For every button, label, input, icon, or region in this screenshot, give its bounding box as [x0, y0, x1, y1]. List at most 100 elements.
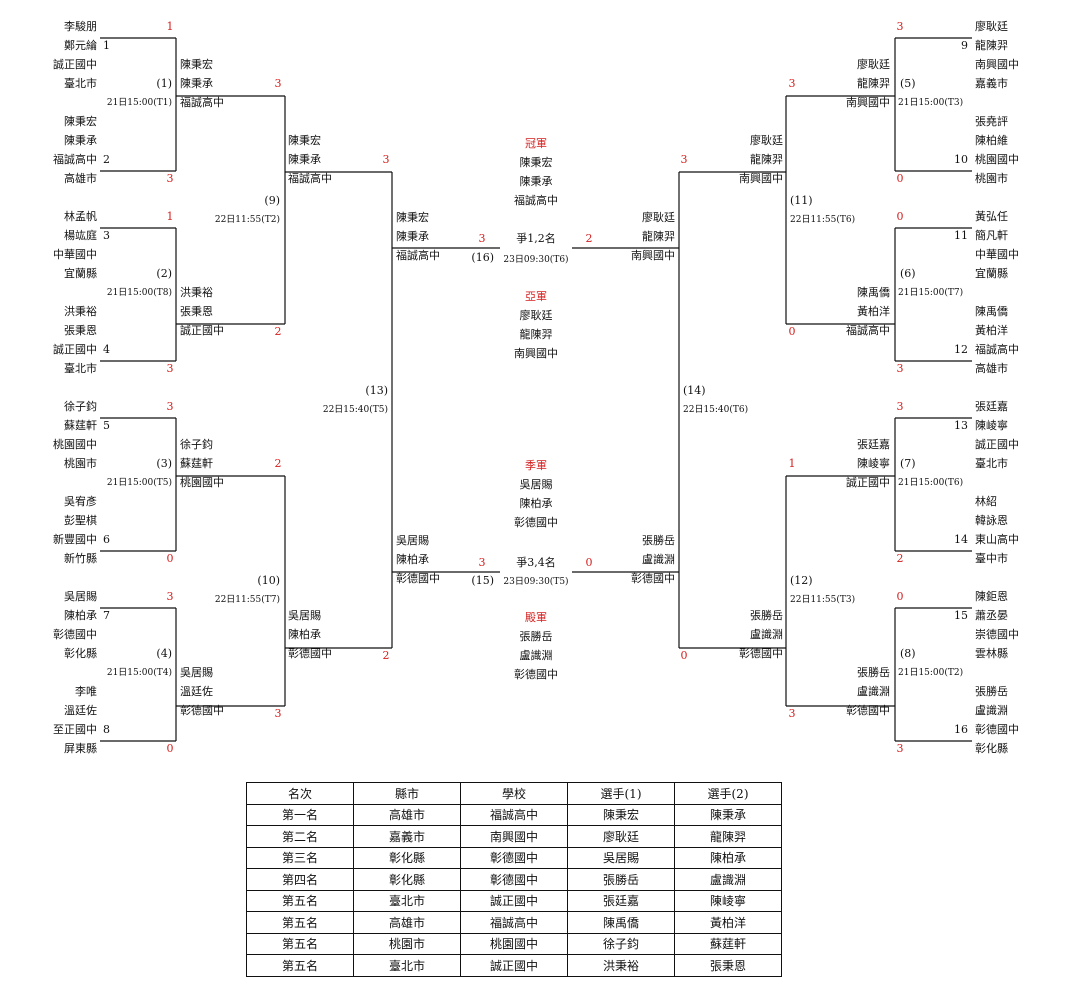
player-school: 彰德國中	[180, 703, 224, 717]
match-score: 2	[897, 552, 904, 565]
match-score: 3	[167, 362, 174, 375]
table-cell: 龍陳羿	[674, 825, 782, 848]
match-score: 0	[789, 325, 796, 338]
player-name: 張堯評	[975, 114, 1008, 128]
player-school: 新豐國中	[53, 532, 97, 546]
table-cell: 第五名	[246, 889, 354, 912]
player-county: 桃園市	[64, 456, 97, 470]
table-cell: 蘇莛軒	[674, 932, 782, 955]
player-school: 中華國中	[53, 248, 97, 261]
player-name: 陳秉宏	[396, 210, 429, 224]
match-score: 0	[167, 552, 174, 565]
table-cell: 黃柏洋	[674, 911, 782, 934]
table-cell: 張勝岳	[567, 868, 675, 891]
player-name: 張勝岳	[750, 608, 783, 622]
player-school: 彰德國中	[846, 703, 890, 717]
podium-title: 亞軍	[525, 290, 547, 303]
player-name: 張秉恩	[180, 304, 213, 318]
player-school: 南興國中	[631, 249, 675, 262]
table-cell: 徐子鈞	[567, 932, 675, 955]
player-name: 洪秉裕	[180, 285, 213, 299]
match-time: 21日15:00(T8)	[107, 287, 172, 298]
seed-number: 14	[954, 533, 968, 546]
match-time: 22日15:40(T5)	[323, 404, 388, 415]
seed-number: 12	[954, 343, 968, 356]
table-cell: 嘉義市	[353, 825, 461, 848]
player-county: 桃園市	[975, 171, 1008, 185]
match-score: 3	[275, 77, 282, 90]
player-school: 南興國中	[739, 172, 783, 185]
table-row: 第五名高雄市福誠高中陳禹僑黃柏洋	[246, 911, 782, 934]
player-name: 盧識淵	[750, 627, 783, 641]
match-score: 0	[167, 742, 174, 755]
player-school: 彰德國中	[739, 646, 783, 660]
match-time: 21日15:00(T2)	[898, 667, 963, 678]
seed-number: 6	[103, 533, 110, 546]
match-score: 0	[897, 590, 904, 603]
match-time: 22日15:40(T6)	[683, 404, 748, 415]
match-time: 23日09:30(T6)	[503, 254, 568, 265]
match-score: 3	[789, 77, 796, 90]
player-school: 至正國中	[53, 723, 97, 736]
match-score: 3	[167, 400, 174, 413]
player-name: 陳秉宏	[180, 57, 213, 71]
player-name: 洪秉裕	[64, 304, 97, 318]
player-school: 誠正國中	[53, 343, 97, 356]
seed-number: 7	[103, 609, 110, 622]
player-name: 廖耿廷	[750, 133, 783, 147]
player-name: 龍陳羿	[975, 38, 1008, 52]
player-name: 吳宥彥	[64, 494, 97, 508]
player-school: 彰德國中	[514, 667, 558, 681]
seed-number: 16	[954, 723, 968, 736]
player-name: 彭聖棋	[64, 513, 97, 527]
table-cell: 洪秉裕	[567, 954, 675, 977]
match-number: (9)	[264, 194, 280, 207]
player-county: 雲林縣	[975, 646, 1008, 660]
ranking-header: 名次	[246, 782, 354, 805]
match-score: 3	[479, 232, 486, 245]
match-score: 2	[586, 232, 593, 245]
player-name: 徐子鈞	[180, 437, 213, 451]
player-name: 黃弘任	[975, 210, 1008, 223]
tournament-bracket: 李駿朋鄭元綸誠正國中臺北市11陳秉宏陳秉承福誠高中高雄市23林孟帆楊竑庭中華國中…	[53, 19, 1019, 755]
match-number: (10)	[257, 574, 280, 587]
match-score: 3	[897, 20, 904, 33]
table-cell: 福誠高中	[460, 911, 568, 934]
table-cell: 臺北市	[353, 954, 461, 977]
table-cell: 陳秉宏	[567, 803, 675, 826]
player-county: 臺北市	[64, 361, 97, 375]
match-time: 21日15:00(T1)	[107, 97, 172, 108]
player-name: 張勝岳	[975, 684, 1008, 698]
match-number: (11)	[790, 194, 813, 207]
player-name: 龍陳羿	[857, 76, 890, 90]
player-school: 桃園國中	[53, 437, 97, 451]
player-school: 福誠高中	[975, 342, 1019, 356]
table-cell: 彰化縣	[353, 846, 461, 869]
ranking-table: 名次 縣市 學校 選手(1) 選手(2) 第一名高雄市福誠高中陳秉宏陳秉承第二名…	[246, 782, 782, 977]
seed-number: 13	[954, 419, 968, 432]
table-row: 第四名彰化縣彰德國中張勝岳盧識淵	[246, 868, 782, 891]
match-time: 22日11:55(T6)	[790, 214, 855, 225]
podium-title: 殿軍	[525, 611, 547, 624]
table-cell: 福誠高中	[460, 803, 568, 826]
seed-number: 15	[954, 609, 968, 622]
player-name: 陳柏承	[64, 608, 97, 622]
player-school: 福誠高中	[288, 171, 332, 185]
match-score: 0	[586, 556, 593, 569]
match-score: 3	[681, 153, 688, 166]
player-name: 陳秉承	[288, 152, 321, 166]
player-name: 韓詠恩	[975, 513, 1008, 527]
match-time: 22日11:55(T2)	[215, 214, 280, 225]
player-county: 高雄市	[64, 171, 97, 185]
match-number: (15)	[471, 574, 494, 587]
table-row: 第五名臺北市誠正國中張廷嘉陳崚寧	[246, 889, 782, 912]
player-name: 陳秉承	[64, 133, 97, 147]
table-cell: 陳柏承	[674, 846, 782, 869]
player-name: 張秉恩	[64, 323, 97, 337]
player-name: 陳柏維	[975, 133, 1008, 147]
table-cell: 臺北市	[353, 889, 461, 912]
match-number: (12)	[790, 574, 813, 587]
player-name: 張廷嘉	[857, 437, 890, 451]
player-name: 陳崚寧	[975, 418, 1008, 432]
ranking-header: 學校	[460, 782, 568, 805]
